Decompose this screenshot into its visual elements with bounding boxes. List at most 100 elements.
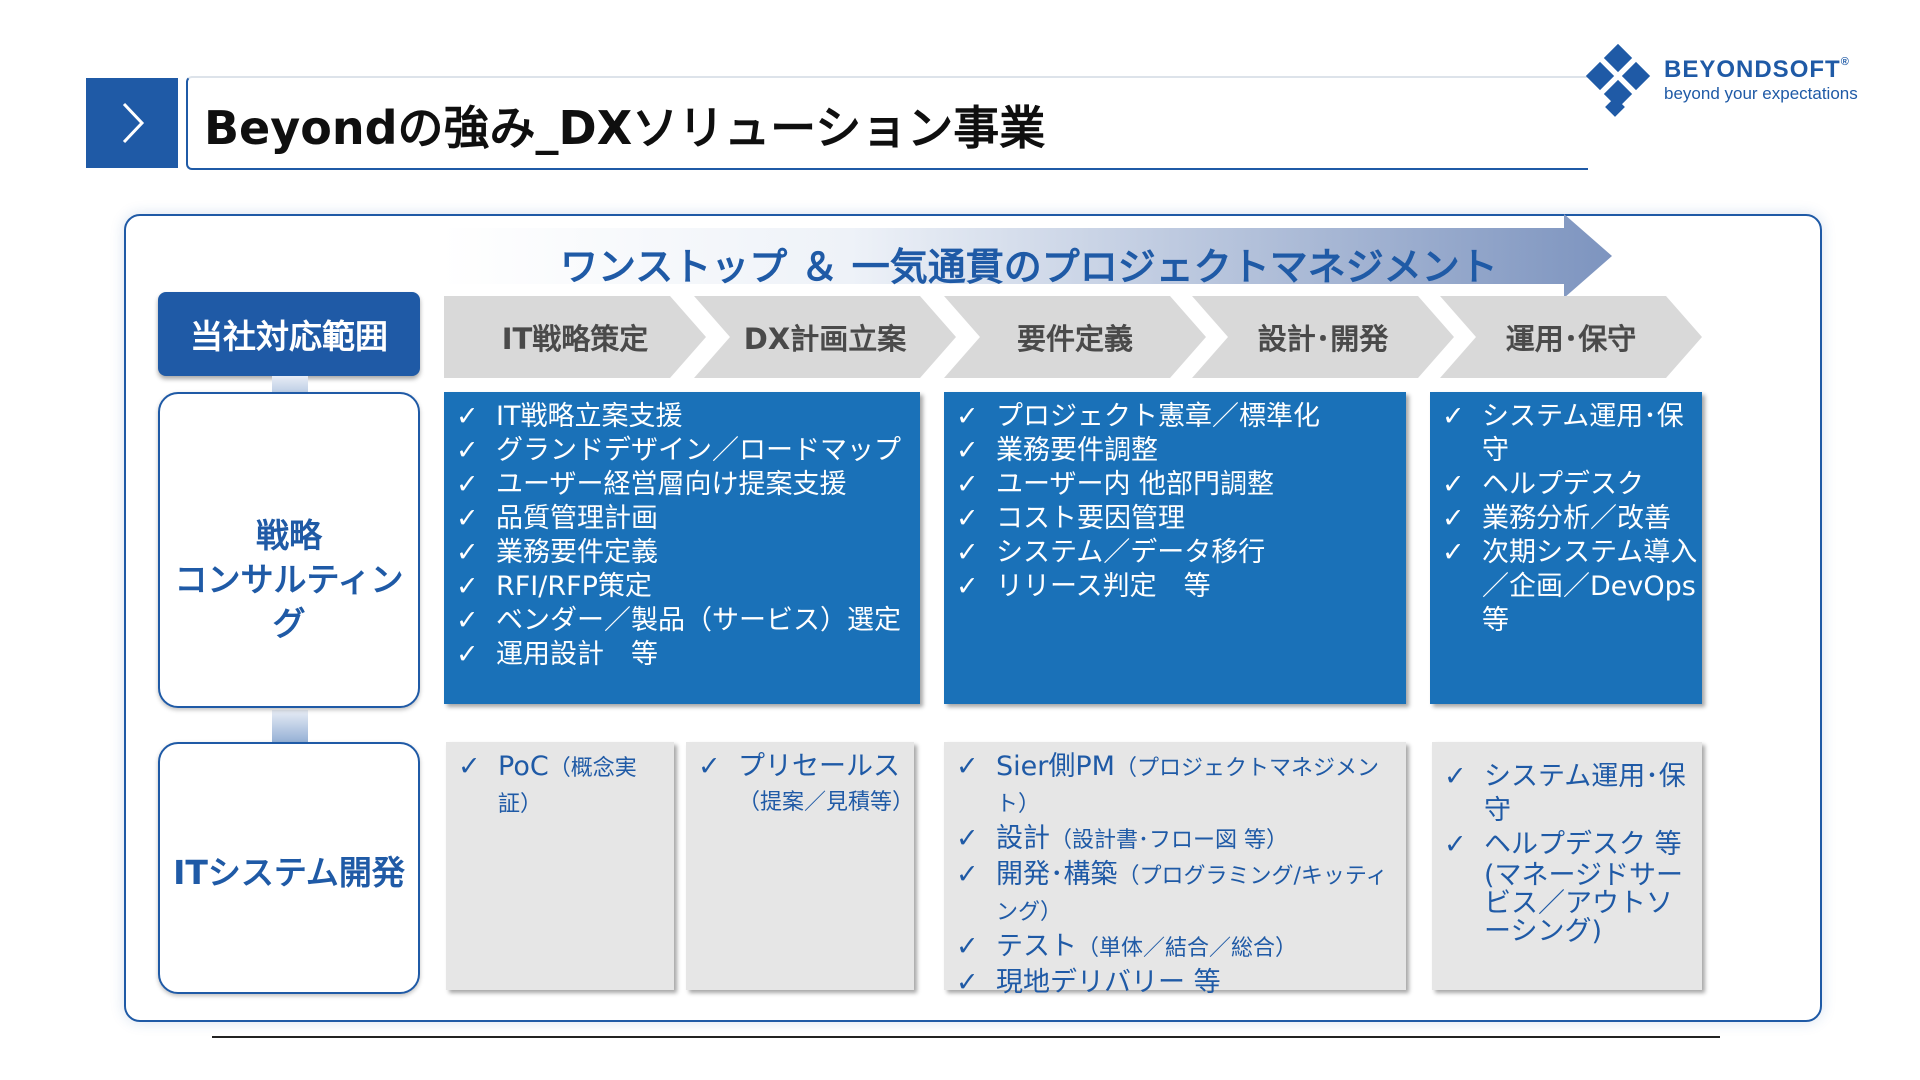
check-icon: ✓	[698, 751, 721, 782]
phase-label: 設計･開発	[1257, 322, 1389, 356]
check-icon: ✓	[956, 823, 979, 854]
item-text: プロジェクト憲章／標準化	[996, 401, 1320, 432]
item-text: システム運用･保守	[1484, 761, 1686, 826]
phase-label: 運用･保守	[1505, 322, 1637, 356]
list-item: ✓ 業務分析／改善	[1430, 502, 1702, 536]
item-note: （プロジェクトマネジメント）	[996, 756, 1379, 817]
item-text: コスト要因管理	[996, 503, 1185, 534]
check-icon: ✓	[456, 571, 479, 602]
phase-design-dev: 設計･開発	[1192, 296, 1454, 378]
check-icon: ✓	[956, 537, 979, 568]
item-text: 業務分析／改善	[1482, 503, 1671, 534]
item-text: 現地デリバリー 等	[996, 967, 1221, 998]
check-icon: ✓	[1442, 537, 1465, 568]
check-icon: ✓	[458, 751, 481, 782]
phase-dx-plan: DX計画立案	[694, 296, 956, 378]
box-presales: ✓ プリセールス （提案／見積等）	[686, 742, 914, 990]
item-text: ベンダー／製品（サービス）選定	[496, 605, 901, 636]
page-title: Beyondの強み_DXソリューション事業	[204, 101, 1046, 155]
check-icon: ✓	[1444, 761, 1467, 792]
item-text: PoC	[498, 751, 549, 782]
list-item: ✓運用設計 等	[444, 638, 920, 672]
list-item: ✓ 品質管理計画	[444, 502, 920, 536]
item-text: Sier側PM	[996, 751, 1115, 782]
flow-arrow	[440, 214, 1612, 298]
item-text: ヘルプデスク	[1482, 469, 1644, 500]
list-item: ✓ リリース判定 等	[944, 570, 1406, 604]
item-text: ユーザー経営層向け提案支援	[496, 469, 847, 500]
flow-arrow-label: ワンストップ ＆ 一気通貫のプロジェクトマネジメント	[560, 245, 1498, 289]
box-poc: ✓PoC（概念実証）	[446, 742, 674, 990]
logo-wordmark: BEYONDSOFT®	[1664, 56, 1850, 83]
list-item: ✓ 次期システム導入／企画／DevOps 等	[1430, 536, 1702, 638]
check-icon: ✓	[956, 503, 979, 534]
check-icon: ✓	[456, 503, 479, 534]
check-icon: ✓	[956, 967, 979, 998]
item-note: （提案／見積等）	[738, 790, 915, 815]
check-icon: ✓	[1442, 469, 1465, 500]
item-text: システム／データ移行	[996, 537, 1266, 568]
item-text: ユーザー内 他部門調整	[996, 469, 1275, 500]
box-operations: ✓ システム運用･保守 ✓ ヘルプデスク ✓ 業務分析／改善 ✓ 次期システム導入／企画／De…	[1430, 392, 1702, 704]
row-label: ITシステム開発	[173, 853, 405, 892]
box-strategy-planning: ✓IT戦略立案支援✓グランドデザイン／ロードマップ✓ユーザー経営層向け提案支援✓…	[444, 392, 920, 704]
phase-label: IT戦略策定	[501, 322, 649, 356]
list-item: ✓ 開発･構築（プログラミング/キッティング）	[944, 858, 1406, 930]
box-build: ✓Sier側PM（プロジェクトマネジメント）✓設計（設計書･フロー図 等）✓開発…	[944, 742, 1406, 998]
item-text: 開発･構築	[996, 859, 1118, 890]
check-icon: ✓	[456, 401, 479, 432]
phase-it-strategy: IT戦略策定	[444, 296, 706, 378]
section-marker-chevron	[86, 78, 178, 168]
item-note: （単体／結合／総合）	[1077, 936, 1298, 961]
check-icon: ✓	[956, 931, 979, 962]
list-item: ✓ ヘルプデスク	[1430, 468, 1702, 502]
item-text: 運用設計 等	[496, 639, 658, 670]
check-icon: ✓	[956, 751, 979, 782]
list-item: ✓ユーザー経営層向け提案支援	[444, 468, 920, 502]
item-text: プリセールス	[738, 751, 900, 782]
item-text: システム運用･保守	[1482, 401, 1684, 466]
item-text: 次期システム導入／企画／DevOps 等	[1482, 537, 1698, 636]
phase-operations: 運用･保守	[1440, 296, 1702, 378]
list-item: ✓業務要件定義	[444, 536, 920, 570]
item-text: RFI/RFP策定	[496, 571, 652, 602]
list-item: ✓ 現地デリバリー 等	[944, 966, 1406, 1002]
item-text: IT戦略立案支援	[496, 401, 683, 432]
phase-label: 要件定義	[1016, 322, 1133, 356]
list-item: ✓ ベンダー／製品（サービス）選定	[444, 604, 920, 638]
footer-rule	[212, 1036, 1720, 1038]
item-text: 品質管理計画	[496, 503, 658, 534]
phase-label: DX計画立案	[743, 322, 907, 356]
list-item: ✓ Sier側PM（プロジェクトマネジメント）	[944, 750, 1406, 822]
check-icon: ✓	[956, 469, 979, 500]
scope-header: 当社対応範囲	[158, 292, 420, 376]
list-item: ✓ IT戦略立案支援	[444, 400, 920, 434]
list-item: ✓ システム／データ移行	[944, 536, 1406, 570]
row-strategy-consulting: 戦略コンサルティング	[158, 392, 420, 708]
check-icon: ✓	[956, 859, 979, 890]
item-text: 設計	[996, 823, 1050, 854]
row-label: 戦略	[256, 516, 322, 555]
item-note: (マネージドサービス／アウトソーシング)	[1484, 860, 1683, 947]
list-item: ✓プロジェクト憲章／標準化	[944, 400, 1406, 434]
row-label: コンサルティング	[174, 560, 404, 643]
list-item: ✓ ユーザー内 他部門調整	[944, 468, 1406, 502]
list-item: ✓ システム運用･保守	[1430, 400, 1702, 468]
check-icon: ✓	[956, 435, 979, 466]
chevron-right-icon	[122, 102, 145, 144]
list-item: ✓グランドデザイン／ロードマップ	[444, 434, 920, 468]
box-requirements: ✓プロジェクト憲章／標準化✓業務要件調整✓ユーザー内 他部門調整✓コスト要因管理…	[944, 392, 1406, 704]
check-icon: ✓	[1444, 829, 1467, 860]
phase-requirements: 要件定義	[944, 296, 1206, 378]
item-text: 業務要件調整	[996, 435, 1158, 466]
list-item: ✓ コスト要因管理	[944, 502, 1406, 536]
check-icon: ✓	[956, 571, 979, 602]
check-icon: ✓	[456, 537, 479, 568]
check-icon: ✓	[1442, 503, 1465, 534]
item-text: リリース判定 等	[996, 571, 1211, 602]
check-icon: ✓	[1442, 401, 1465, 432]
item-note: （プログラミング/キッティング）	[996, 864, 1388, 925]
check-icon: ✓	[456, 605, 479, 636]
logo-tagline: beyond your expectations	[1664, 84, 1858, 103]
item-text: ヘルプデスク 等	[1484, 829, 1682, 860]
